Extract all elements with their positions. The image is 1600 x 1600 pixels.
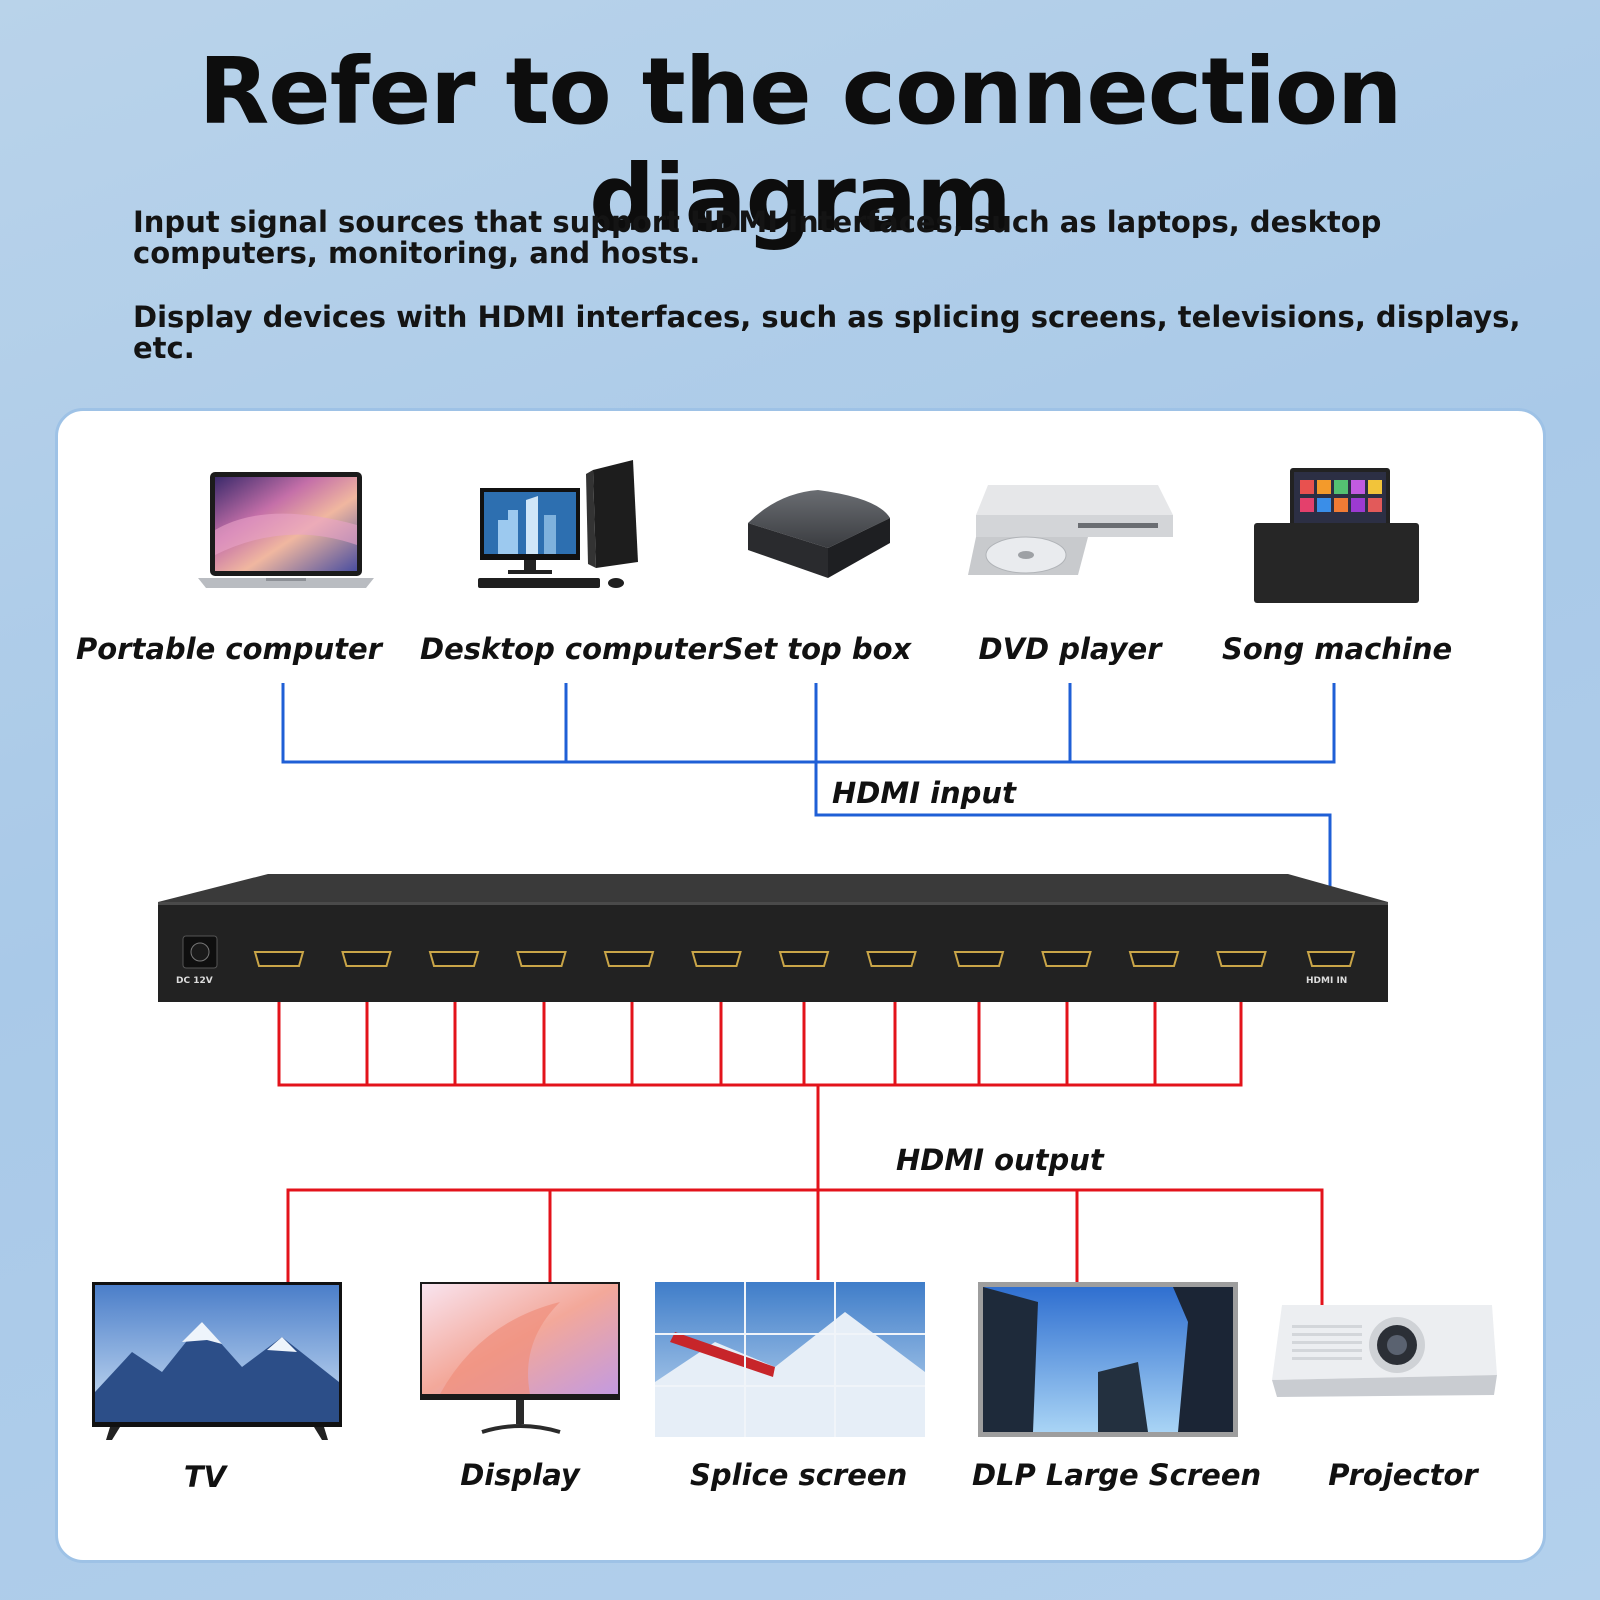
dvd-player-icon — [968, 485, 1173, 575]
output-device-label: Splice screen — [690, 1458, 908, 1492]
dlp-screen-icon — [978, 1282, 1238, 1437]
hdmi-output-port — [1128, 951, 1180, 967]
hdmi-output-port — [341, 951, 392, 967]
hdmi-input-port — [1306, 951, 1356, 967]
hdmi-output-label: HDMI output — [896, 1143, 1104, 1177]
hdmi-output-port — [1041, 951, 1092, 967]
hdmi-in-label: HDMI IN — [1306, 976, 1348, 986]
hdmi-output-port — [691, 951, 742, 967]
hdmi-output-port — [866, 951, 917, 967]
hdmi-splitter-device — [158, 874, 1388, 1002]
desktop-computer-icon — [478, 460, 638, 588]
output-device-label: Display — [460, 1458, 580, 1492]
input-device-label: DVD player — [978, 632, 1162, 666]
song-machine-icon — [1254, 468, 1419, 603]
hdmi-output-port — [253, 951, 305, 967]
input-device-label: Portable computer — [76, 632, 382, 666]
hdmi-output-port — [603, 951, 655, 967]
laptop-icon — [198, 472, 374, 588]
output-device-label: Projector — [1328, 1458, 1478, 1492]
hdmi-output-port — [1216, 951, 1267, 967]
hdmi-output-port — [428, 951, 480, 967]
input-description: Input signal sources that support HDMI i… — [133, 205, 1382, 270]
set-top-box-icon — [748, 490, 890, 578]
hdmi-output-port — [953, 951, 1005, 967]
tv-icon — [92, 1282, 342, 1440]
output-lines — [277, 976, 1324, 1305]
input-device-label: Desktop computer — [420, 632, 722, 666]
hdmi-output-ports — [253, 951, 1267, 967]
hdmi-input-label: HDMI input — [832, 776, 1016, 810]
input-device-label: Song machine — [1222, 632, 1453, 666]
output-description: Display devices with HDMI interfaces, su… — [133, 300, 1521, 365]
output-device-label: DLP Large Screen — [972, 1458, 1262, 1492]
splice-screen-icon — [655, 1282, 925, 1437]
output-device-label: TV — [183, 1460, 227, 1494]
dc-power-label: DC 12V — [176, 976, 213, 986]
hdmi-output-port — [516, 951, 567, 967]
hdmi-output-port — [778, 951, 830, 967]
monitor-icon — [420, 1282, 620, 1434]
page-title: Refer to the connection diagram — [198, 38, 1402, 252]
input-device-label: Set top box — [722, 632, 912, 666]
projector-icon — [1272, 1305, 1497, 1397]
